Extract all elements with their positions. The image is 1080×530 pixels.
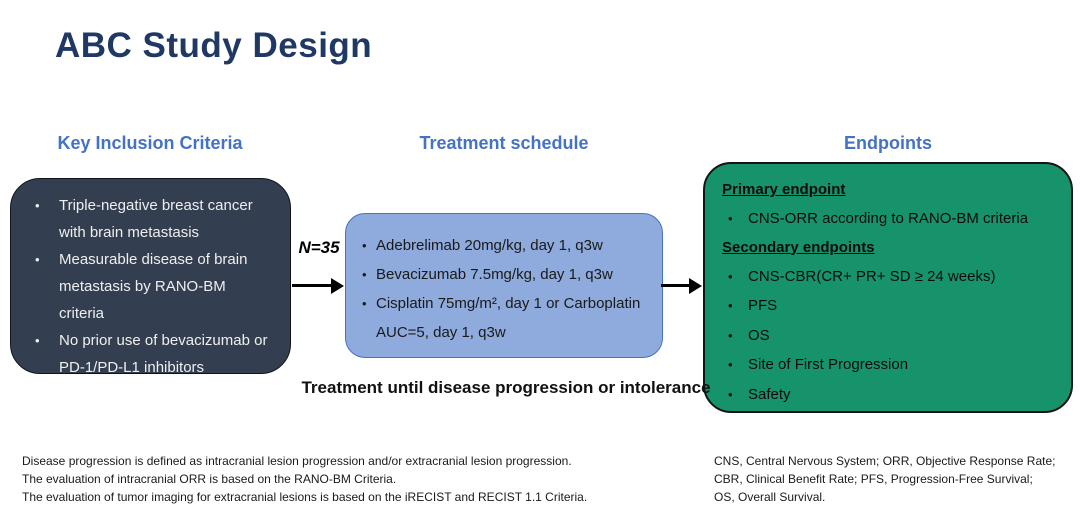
footnote-line: The evaluation of intracranial ORR is ba…: [22, 472, 397, 486]
inclusion-criterion: Measurable disease of brain metastasis b…: [11, 246, 274, 327]
secondary-endpoint-item: CNS-CBR(CR+ PR+ SD ≥ 24 weeks): [722, 262, 1057, 292]
inclusion-criteria-list: Triple-negative breast cancer with brain…: [11, 192, 282, 381]
footnotes-left: Disease progression is defined as intrac…: [22, 452, 587, 506]
secondary-endpoint-item: PFS: [722, 291, 1057, 321]
endpoints-header: Endpoints: [844, 133, 932, 153]
secondary-endpoint-item: Safety: [722, 380, 1057, 410]
secondary-endpoint-item: Site of First Progression: [722, 350, 1057, 380]
primary-endpoint-list: CNS-ORR according to RANO-BM criteria: [722, 204, 1057, 234]
secondary-endpoints-label: Secondary endpoints: [722, 238, 875, 256]
footnotes-right-list: CNS, Central Nervous System; ORR, Object…: [714, 452, 1055, 506]
footnotes-right: CNS, Central Nervous System; ORR, Object…: [714, 452, 1055, 506]
primary-endpoint-item: CNS-ORR according to RANO-BM criteria: [722, 204, 1057, 234]
footnotes-left-list: Disease progression is defined as intrac…: [22, 452, 587, 506]
treatment-schedule-header: Treatment schedule: [419, 133, 589, 153]
secondary-endpoints-list: CNS-CBR(CR+ PR+ SD ≥ 24 weeks)PFSOSSite …: [722, 262, 1057, 410]
abbreviation-line: CNS, Central Nervous System; ORR, Object…: [714, 454, 1056, 468]
secondary-endpoint-item: OS: [722, 321, 1057, 351]
page-title: ABC Study Design: [55, 26, 373, 65]
abbreviation-line: OS, Overall Survival.: [714, 490, 826, 504]
treatment-item: Bevacizumab 7.5mg/kg, day 1, q3w: [346, 260, 650, 289]
treatment-item: Cisplatin 75mg/m², day 1 or Carboplatin …: [346, 289, 650, 347]
footnote-line: The evaluation of tumor imaging for extr…: [22, 490, 588, 504]
inclusion-criterion: No prior use of bevacizumab or PD-1/PD-L…: [11, 327, 274, 381]
endpoints-box: Primary endpoint CNS-ORR according to RA…: [703, 162, 1073, 413]
primary-endpoint-label: Primary endpoint: [722, 181, 846, 198]
treatment-item: Adebrelimab 20mg/kg, day 1, q3w: [346, 231, 650, 260]
treatment-list: Adebrelimab 20mg/kg, day 1, q3wBevacizum…: [346, 231, 656, 347]
inclusion-criteria-box: Triple-negative breast cancer with brain…: [10, 178, 291, 376]
treatment-duration-note: Treatment until disease progression or i…: [301, 378, 711, 397]
abbreviation-line: CBR, Clinical Benefit Rate; PFS, Progres…: [714, 472, 1033, 486]
arrow-to-treatment: [292, 277, 344, 294]
inclusion-criterion: Triple-negative breast cancer with brain…: [11, 192, 274, 246]
sample-size-label: N=35: [298, 238, 340, 257]
treatment-schedule-box: Adebrelimab 20mg/kg, day 1, q3wBevacizum…: [345, 213, 663, 358]
footnote-line: Disease progression is defined as intrac…: [22, 454, 572, 468]
inclusion-criteria-header: Key Inclusion Criteria: [57, 133, 243, 153]
arrow-to-endpoints: [661, 277, 702, 294]
